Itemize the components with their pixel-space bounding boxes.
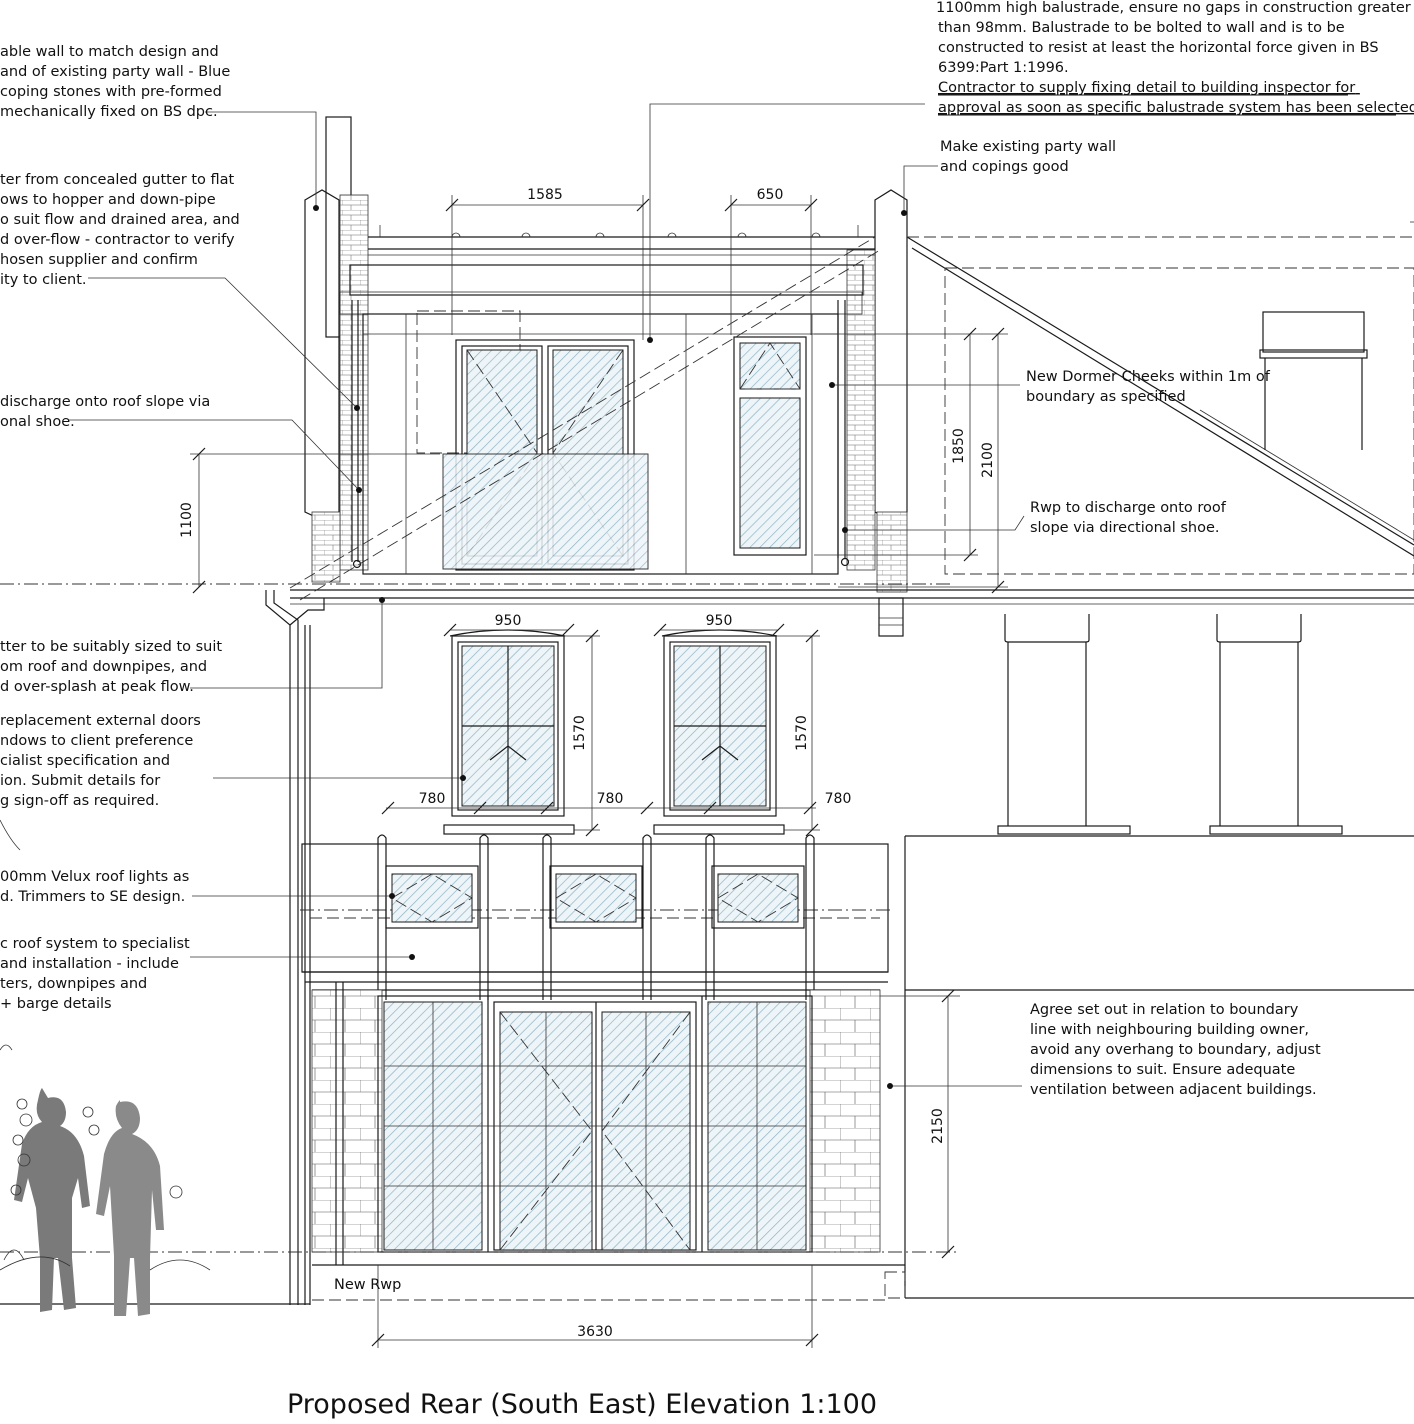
dim-950-right: 950 (706, 613, 733, 629)
right-brickwork (846, 249, 876, 571)
leader-lines (68, 103, 1025, 1089)
neighbour-bays (997, 614, 1343, 835)
ground-floor (0, 834, 1414, 1305)
dimension-labels: 1585 650 1850 2100 1100 950 950 1570 157… (179, 187, 996, 1340)
left-party-wall-coping (304, 189, 340, 521)
dim-1585: 1585 (527, 187, 563, 203)
note-replacement-doors: replacement external doors ndows to clie… (0, 713, 205, 809)
dim-3630: 3630 (577, 1324, 613, 1340)
dim-1570-left: 1570 (572, 715, 588, 751)
drawing-title: Proposed Rear (South East) Elevation 1:1… (287, 1389, 877, 1420)
note-balustrade: 1100mm high balustrade, ensure no gaps i… (936, 0, 1414, 76)
sash-window-left (443, 629, 575, 835)
dim-1850: 1850 (951, 428, 967, 464)
note-party-wall: Make existing party wall and copings goo… (940, 139, 1121, 175)
note-boundary: Agree set out in relation to boundary li… (1030, 1002, 1325, 1098)
note-rwp-left: discharge onto roof slope via onal shoe. (0, 394, 215, 430)
dim-1100: 1100 (179, 502, 195, 538)
dim-780-middle: 780 (597, 791, 624, 807)
glass-balustrade (442, 453, 649, 570)
note-gutter-flat: ter from concealed gutter to flat ows to… (0, 172, 244, 288)
dim-1570-right: 1570 (794, 715, 810, 751)
right-party-wall-coping (874, 189, 908, 521)
people-figures (14, 1088, 164, 1316)
note-velux: 00mm Velux roof lights as d. Trimmers to… (0, 869, 194, 905)
velux-rooflights (385, 865, 805, 929)
dim-2100: 2100 (980, 442, 996, 478)
dim-650: 650 (757, 187, 784, 203)
dormer-fascia (349, 264, 864, 296)
ground-floor-glazing (377, 995, 813, 1253)
dormer-side-window (733, 336, 807, 556)
neighbour-chimney (1262, 311, 1365, 353)
dim-780-right: 780 (825, 791, 852, 807)
note-dormer-cheeks: New Dormer Cheeks within 1m of boundary … (1026, 369, 1274, 405)
note-rwp-right: Rwp to discharge onto roof slope via dir… (1030, 500, 1231, 536)
note-gable-wall: able wall to match design and and of exi… (0, 44, 235, 120)
note-new-rwp: New Rwp (334, 1277, 401, 1293)
plants (0, 819, 211, 1271)
dim-780-left: 780 (419, 791, 446, 807)
note-roof-system: c roof system to specialist and installa… (0, 936, 194, 1012)
annotation-notes: able wall to match design and and of exi… (0, 0, 1414, 1293)
dormer (290, 116, 1414, 605)
sash-window-right (653, 629, 785, 835)
note-balustrade-contractor: Contractor to supply fixing detail to bu… (938, 80, 1414, 116)
dimension-lines (190, 195, 1008, 1348)
left-brickwork (339, 194, 369, 571)
note-gutter-sized: tter to be suitably sized to suit om roo… (0, 639, 227, 695)
dim-950-left: 950 (495, 613, 522, 629)
dim-2150: 2150 (930, 1108, 946, 1144)
neighbour-roof (906, 221, 1414, 575)
